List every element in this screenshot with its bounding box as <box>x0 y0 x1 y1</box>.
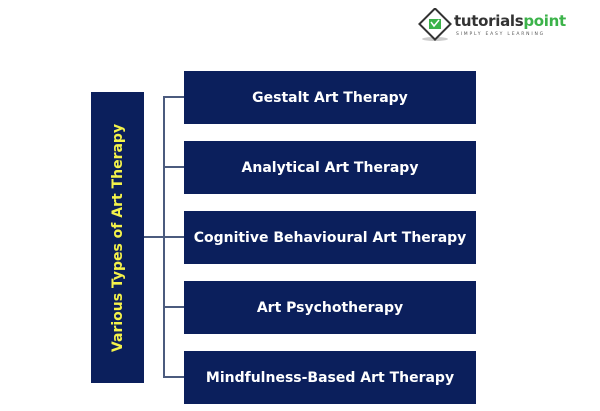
connector-branch <box>163 306 184 308</box>
logo-tagline: SIMPLY EASY LEARNING <box>456 32 545 37</box>
connector-branch <box>163 376 184 378</box>
connector-branch <box>165 236 184 238</box>
connector-spine <box>163 97 165 378</box>
connector-branch <box>163 96 184 98</box>
node-art-psychotherapy: Art Psychotherapy <box>184 281 476 334</box>
logo-diamond-icon <box>418 8 452 41</box>
root-node: Various Types of Art Therapy <box>91 92 144 383</box>
connector-branch <box>163 166 184 168</box>
connector-trunk <box>144 236 165 238</box>
logo-name-part2: point <box>523 12 566 30</box>
logo-name: tutorialspoint <box>454 12 566 30</box>
node-cognitive-behavioural-art-therapy: Cognitive Behavioural Art Therapy <box>184 211 476 264</box>
tutorialspoint-logo: tutorialspoint SIMPLY EASY LEARNING <box>418 8 568 44</box>
node-analytical-art-therapy: Analytical Art Therapy <box>184 141 476 194</box>
node-gestalt-art-therapy: Gestalt Art Therapy <box>184 71 476 124</box>
logo-name-part1: tutorials <box>454 12 524 30</box>
node-mindfulness-based-art-therapy: Mindfulness-Based Art Therapy <box>184 351 476 404</box>
root-label: Various Types of Art Therapy <box>109 123 126 352</box>
